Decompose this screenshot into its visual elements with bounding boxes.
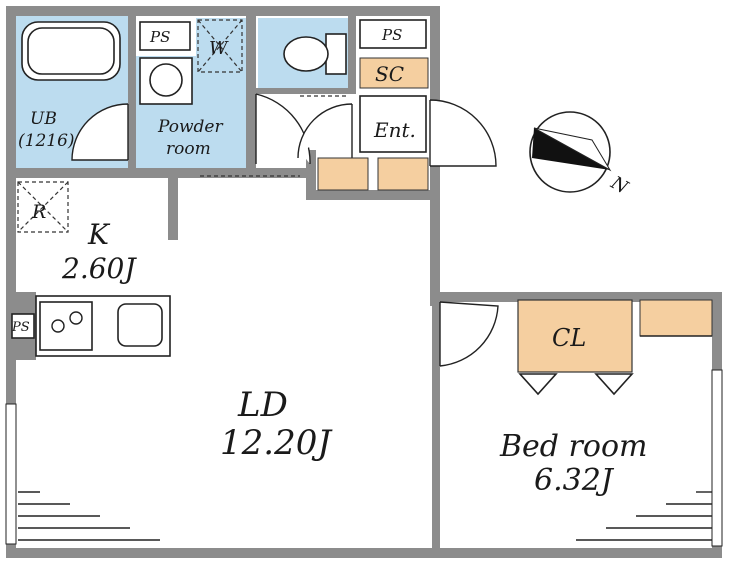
bedroom-window-hatch <box>576 491 712 541</box>
washer-label: W <box>209 38 229 59</box>
compass: N <box>529 111 633 199</box>
ub-size-label: (1216) <box>18 131 75 151</box>
storage-box-1 <box>317 157 369 191</box>
entrance-door <box>429 99 497 167</box>
ent-label: Ent. <box>373 118 416 142</box>
bathtub-inner <box>27 27 115 75</box>
closet <box>517 299 633 373</box>
kitchen-sink <box>117 303 163 347</box>
kitchen-area: 2.60J <box>61 252 137 285</box>
ps-label-kitchen: PS <box>11 320 30 335</box>
kitchen-name: K <box>87 218 111 251</box>
washer-box <box>197 19 243 73</box>
ld-window-hatch <box>18 491 160 541</box>
powder-label-2: room <box>166 139 211 159</box>
compass-north-label: N <box>606 172 632 199</box>
fridge-space <box>17 181 69 233</box>
toilet-door <box>255 93 311 165</box>
ld-name: LD <box>237 385 288 425</box>
ps-box-ent <box>359 19 427 49</box>
ps-box-kitchen <box>11 313 35 339</box>
ps-label-ent: PS <box>381 26 402 44</box>
compass-needle-light <box>533 127 612 172</box>
toilet-bowl <box>283 36 329 72</box>
stove <box>39 301 93 351</box>
burner-right <box>69 311 83 325</box>
bedroom-name: Bed room <box>499 429 647 464</box>
shoe-cabinet <box>359 57 429 89</box>
powder-label-1: Powder <box>157 117 223 137</box>
closet-door-left <box>518 373 558 396</box>
sc-label: SC <box>375 62 404 86</box>
washbasin-bowl <box>149 63 183 97</box>
bedroom-door <box>439 301 499 367</box>
ps-label-powder: PS <box>149 28 170 46</box>
ub-label: UB <box>30 109 57 129</box>
toilet-tank <box>325 33 347 75</box>
closet-label: CL <box>552 324 586 352</box>
bedroom-area: 6.32J <box>534 463 615 498</box>
ps-box-powder <box>139 21 191 51</box>
bedroom-storage <box>639 299 713 337</box>
bath-door <box>71 103 129 161</box>
ld-area: 12.20J <box>220 423 333 463</box>
fridge-label: R <box>31 201 46 223</box>
burner-left <box>51 319 65 333</box>
entrance-step <box>359 95 427 153</box>
storage-box-2 <box>377 157 429 191</box>
closet-door-right <box>594 373 634 396</box>
ent-inner-door <box>297 103 353 159</box>
